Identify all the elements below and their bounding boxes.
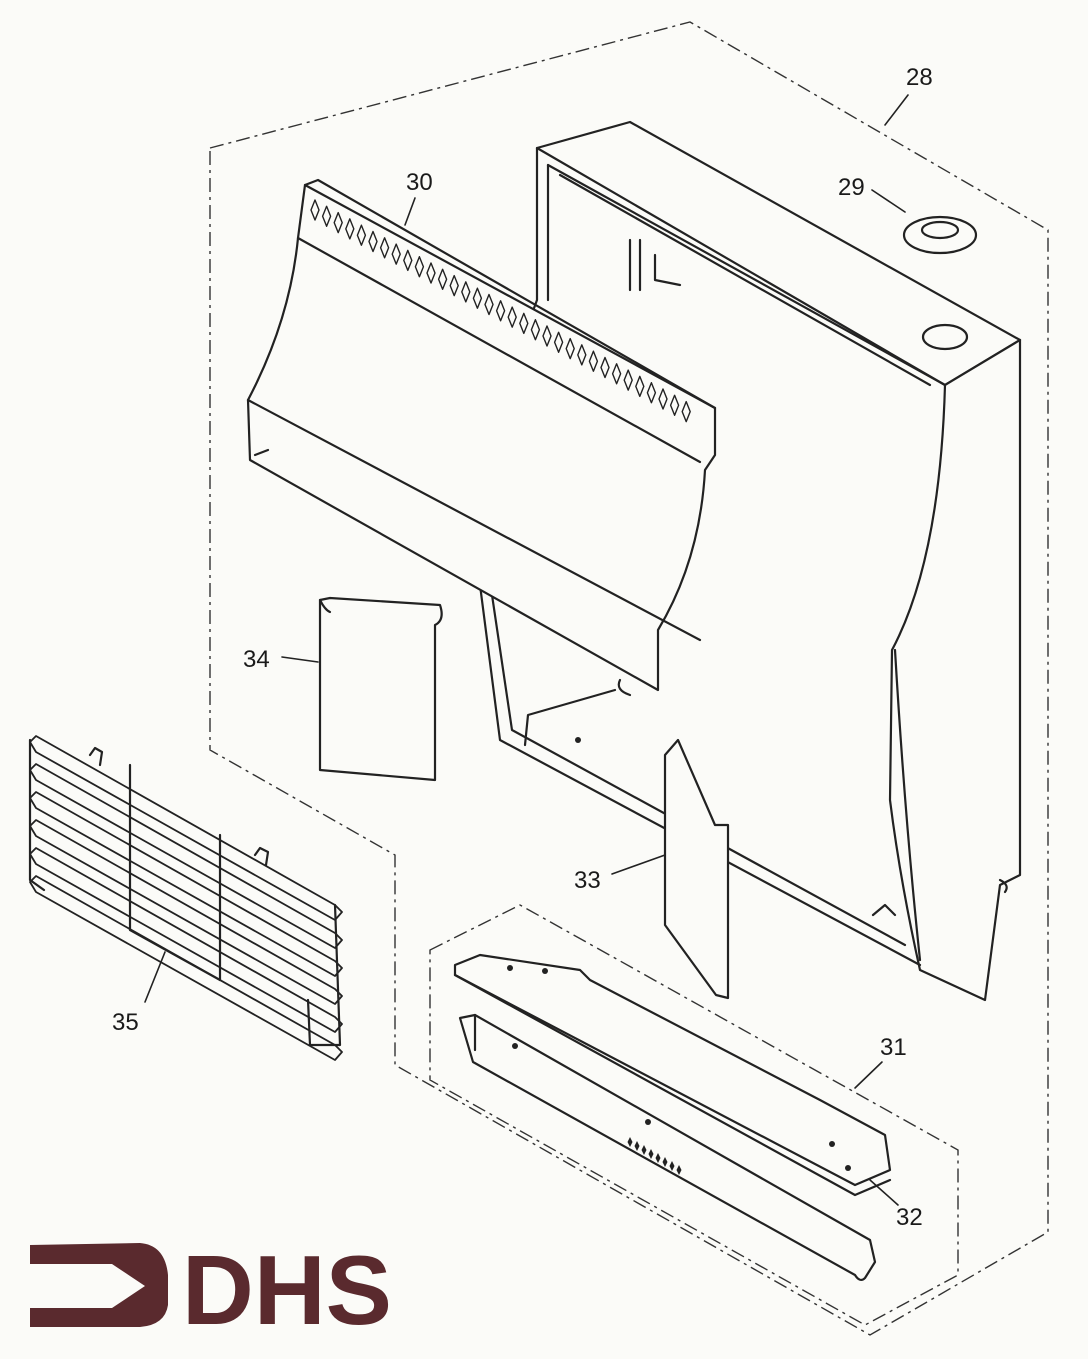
vent-diamond xyxy=(634,1141,640,1151)
vent-diamond xyxy=(565,337,575,360)
vent-diamond xyxy=(345,218,355,240)
vent-diamond xyxy=(391,243,401,265)
vent-diamond xyxy=(414,256,425,278)
vent-diamond xyxy=(472,287,483,309)
base-part-31 xyxy=(453,953,892,1197)
assembly-boundary xyxy=(209,21,1049,1336)
cabinet-part-28 xyxy=(478,120,1022,1002)
grille-bar xyxy=(29,791,343,977)
vent-diamond xyxy=(403,249,413,272)
vent-diamond xyxy=(641,1145,647,1155)
callout-28: 28 xyxy=(906,64,933,91)
vent-diamond xyxy=(635,375,645,398)
vent-diamond xyxy=(519,312,529,335)
vent-diamond xyxy=(553,331,564,353)
dhs-logo: DHS xyxy=(30,1235,392,1345)
vent-diamond xyxy=(655,1153,661,1163)
callout-35: 35 xyxy=(112,1009,139,1036)
base-assembly-boundary xyxy=(429,904,959,1326)
vent-diamond xyxy=(623,369,633,391)
grille-frame xyxy=(128,763,222,982)
vent-diamond xyxy=(676,1165,682,1175)
leader-lines xyxy=(144,94,909,1206)
vent-diamonds xyxy=(310,199,691,423)
callout-31: 31 xyxy=(880,1034,907,1061)
vent-diamond xyxy=(646,382,657,404)
callout-34: 34 xyxy=(243,646,270,673)
vent-diamond xyxy=(658,388,668,410)
vent-diamond xyxy=(669,1161,675,1171)
vent-diamond xyxy=(669,394,680,416)
logo-text: DHS xyxy=(182,1235,392,1345)
vent-diamond xyxy=(662,1157,668,1167)
grille-frame xyxy=(28,738,46,892)
vent-diamond xyxy=(449,274,459,297)
vent-diamond xyxy=(461,281,471,303)
vent-diamond xyxy=(379,237,390,259)
base-part-32 xyxy=(458,1013,877,1282)
grille-bar xyxy=(29,819,343,1005)
vent-diamond xyxy=(648,1149,654,1159)
vent-diamond xyxy=(681,400,691,423)
grille-bar xyxy=(29,875,343,1061)
baffle-part-33 xyxy=(663,738,730,1000)
vent-diamond xyxy=(542,325,552,347)
logo-arrow-icon xyxy=(30,1243,168,1327)
grille-part-35 xyxy=(28,735,343,1061)
vent-diamond xyxy=(426,262,436,284)
vent-diamond xyxy=(600,356,610,379)
front-panel-part-30 xyxy=(246,178,717,692)
vent-diamond xyxy=(627,1137,633,1147)
vent-diamond xyxy=(507,306,517,328)
callout-33: 33 xyxy=(574,867,601,894)
vent-diamond xyxy=(484,293,494,316)
callout-30: 30 xyxy=(406,169,433,196)
callout-29: 29 xyxy=(838,174,865,201)
baffle-part-34 xyxy=(318,596,443,782)
vent-diamond xyxy=(577,344,587,366)
vent-diamond xyxy=(310,199,320,221)
vent-diamond xyxy=(437,268,448,290)
vent-diamond xyxy=(530,319,541,341)
grille-hook xyxy=(253,846,270,867)
vent-diamond xyxy=(495,300,506,322)
vent-diamond xyxy=(588,350,599,372)
collar-part-29 xyxy=(902,215,978,255)
vent-diamond xyxy=(356,224,367,246)
vent-diamond xyxy=(611,363,622,385)
vent-diamond xyxy=(368,230,378,253)
vent-diamond xyxy=(321,205,332,227)
callout-32: 32 xyxy=(896,1204,923,1231)
vent-diamonds-lower xyxy=(627,1137,682,1175)
grille-frame xyxy=(306,903,342,1047)
grille-bar xyxy=(29,735,343,921)
grille-bar xyxy=(29,847,343,1033)
vent-diamond xyxy=(333,211,343,234)
grille-hook xyxy=(88,746,104,767)
grille-bar xyxy=(29,763,343,949)
